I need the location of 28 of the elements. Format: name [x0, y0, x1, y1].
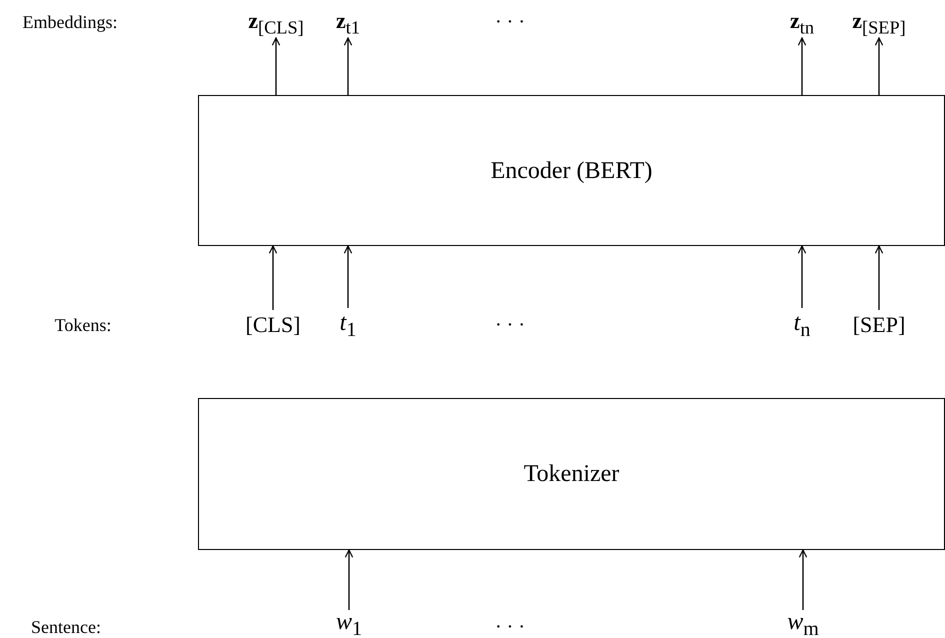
- box-label: Encoder (BERT): [490, 158, 652, 182]
- box-label: Tokenizer: [524, 462, 620, 486]
- arrow: [344, 549, 354, 610]
- arrow: [874, 37, 884, 95]
- arrow: [272, 37, 280, 95]
- token-label: [CLS]: [240, 310, 306, 340]
- token-label: t$_{n}$: [780, 308, 824, 342]
- token-label: [SEP]: [846, 310, 912, 340]
- arrow: [798, 37, 806, 95]
- arrow: [798, 245, 806, 308]
- process-box: [198, 398, 945, 550]
- token-label: w$_{m}$: [778, 610, 828, 638]
- token-label: w$_{1}$: [326, 610, 372, 638]
- token-label: t$_{1}$: [326, 308, 370, 342]
- arrow: [874, 245, 884, 310]
- text-label: Embeddings:: [22, 13, 118, 31]
- arrow: [268, 245, 278, 310]
- text-label: · · ·: [495, 315, 525, 335]
- token-label: z$_{[SEP]}$: [850, 8, 908, 38]
- text-label: · · ·: [495, 12, 525, 32]
- process-box: [198, 95, 945, 246]
- text-label: · · ·: [495, 617, 525, 637]
- text-label: Sentence:: [31, 618, 101, 636]
- arrow: [344, 245, 352, 308]
- arrow: [798, 549, 808, 610]
- arrow: [344, 37, 352, 95]
- token-label: z$_{[CLS]}$: [248, 8, 304, 38]
- text-label: Tokens:: [54, 316, 112, 334]
